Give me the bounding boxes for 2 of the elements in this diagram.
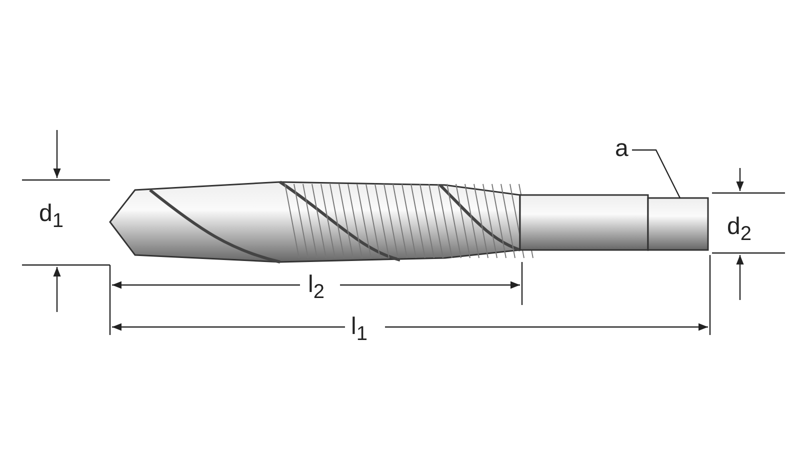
square-drive-end — [647, 197, 709, 251]
leader-line — [632, 149, 681, 198]
